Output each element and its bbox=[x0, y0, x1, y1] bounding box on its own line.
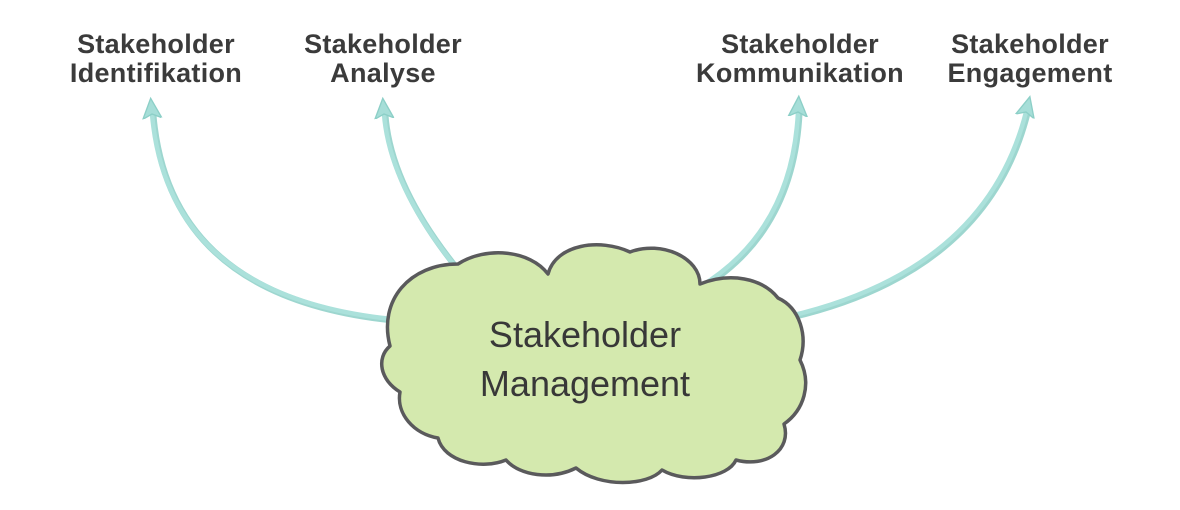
branch-label-analyse: Stakeholder Analyse bbox=[304, 29, 462, 88]
branch-label-identifikation: Stakeholder Identifikation bbox=[69, 29, 243, 88]
branch-label-kommunikation: Stakeholder Kommunikation bbox=[696, 29, 904, 88]
center-node-label: Stakeholder Management bbox=[479, 314, 691, 404]
arrow-to-analyse-icon bbox=[384, 114, 475, 289]
arrow-to-identifikation-icon bbox=[152, 114, 407, 325]
arrow-to-kommunikation-icon bbox=[695, 112, 800, 293]
arrow-to-engagement-icon bbox=[787, 112, 1028, 321]
branch-label-engagement: Stakeholder Engagement bbox=[947, 29, 1113, 88]
center-node-cloud bbox=[380, 243, 808, 485]
